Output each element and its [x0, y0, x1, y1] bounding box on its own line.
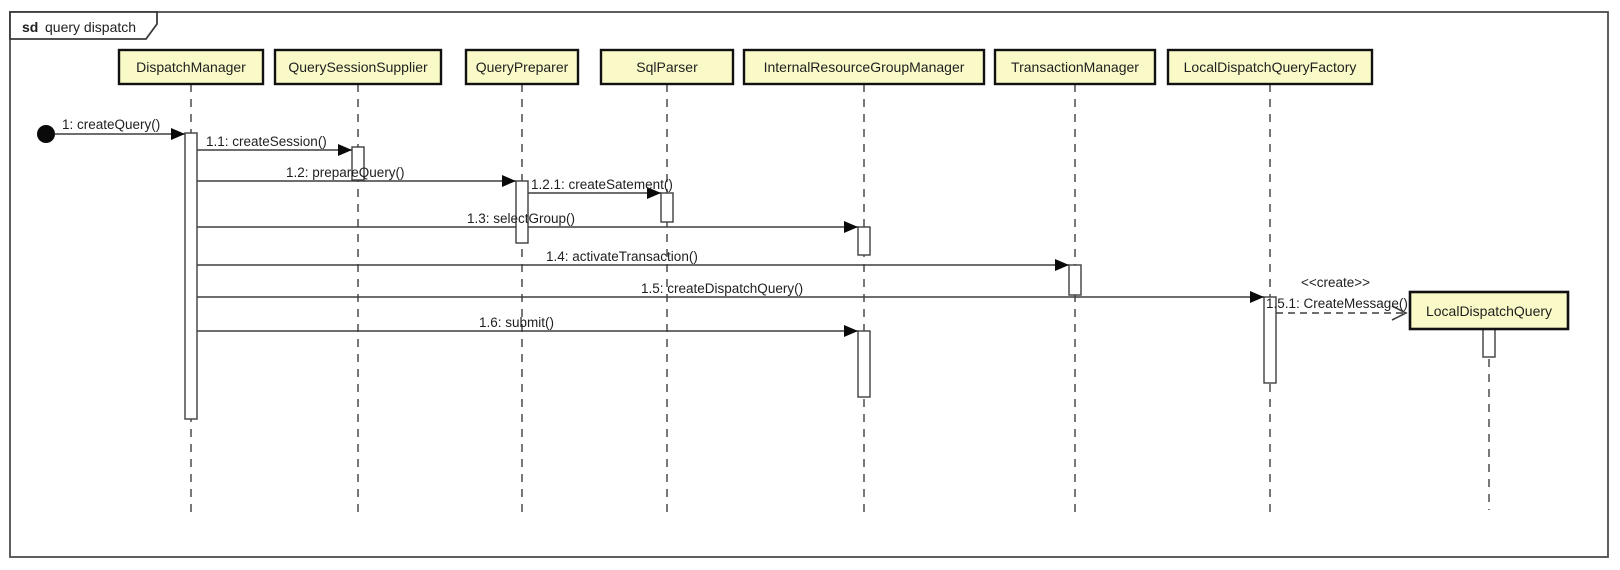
lifeline-head-box	[599, 48, 735, 86]
lifeline-head-box	[273, 48, 443, 86]
lifeline-heads: DispatchManager QuerySessionSupplier Que…	[117, 48, 1570, 331]
lifeline-head-box	[464, 48, 580, 86]
open-arrowhead-1-5-1	[1391, 305, 1408, 321]
lifeline-transactionmanager: TransactionManager	[993, 48, 1157, 86]
activation-querysessionsupplier	[351, 146, 365, 181]
activation-dispatchmanager	[184, 132, 198, 420]
lifeline-name: LocalDispatchQueryFactory	[1184, 59, 1357, 75]
lifeline-sqlparser: SqlParser	[599, 48, 735, 86]
lifeline-internalresourcegroupmanager: InternalResourceGroupManager	[742, 48, 986, 86]
activation-localdispatchquery	[1482, 328, 1496, 358]
message-label-1-3: 1.3: selectGroup()	[467, 211, 575, 226]
message-labels: 1: createQuery() 1.1: createSession() 1.…	[62, 117, 1408, 330]
frame-keyword: sd	[22, 19, 38, 35]
arrowhead-1-3	[844, 221, 858, 233]
created-object-name: LocalDispatchQuery	[1426, 303, 1552, 319]
found-message-dot	[37, 125, 55, 143]
activation-internalresourcegroupmanager-2	[857, 330, 871, 398]
message-lines	[37, 125, 1404, 332]
lifeline-querysessionsupplier: QuerySessionSupplier	[273, 48, 443, 86]
lifeline-name: InternalResourceGroupManager	[764, 59, 965, 75]
message-label-1-4: 1.4: activateTransaction()	[546, 249, 698, 264]
arrowhead-1-1	[338, 144, 352, 156]
lifeline-head-box	[1166, 48, 1374, 86]
arrowhead-1	[171, 128, 185, 140]
lifeline-dispatchmanager: DispatchManager	[117, 48, 265, 86]
message-arrowheads	[171, 128, 1408, 337]
lifeline-head-box	[117, 48, 265, 86]
frame-border	[9, 11, 1609, 558]
activation-localdispatchqueryfactory	[1263, 296, 1277, 384]
arrowhead-1-6	[844, 325, 858, 337]
message-label-1: 1: createQuery()	[62, 117, 160, 132]
arrowhead-1-2	[502, 175, 516, 187]
activation-querypreparer	[515, 180, 529, 244]
created-object-box	[1408, 290, 1570, 331]
arrowhead-1-2-1	[647, 187, 661, 199]
message-label-1-2: 1.2: prepareQuery()	[286, 165, 405, 180]
diagram-frame: sd query dispatch	[9, 11, 1609, 558]
activation-sqlparser	[660, 192, 674, 223]
lifeline-name: SqlParser	[636, 59, 698, 75]
frame-title-tab	[9, 11, 158, 40]
lifeline-name: TransactionManager	[1011, 59, 1139, 75]
message-label-1-2-1: 1.2.1: createSatement()	[531, 177, 673, 192]
frame-title: query dispatch	[45, 19, 136, 35]
arrowhead-1-4	[1055, 259, 1069, 271]
lifeline-head-box	[742, 48, 986, 86]
arrowhead-1-5	[1250, 291, 1264, 303]
lifeline-name: DispatchManager	[136, 59, 246, 75]
lifeline-name: QuerySessionSupplier	[288, 59, 428, 75]
lifeline-localdispatchqueryfactory: LocalDispatchQueryFactory	[1166, 48, 1374, 86]
activation-internalresourcegroupmanager-1	[857, 226, 871, 256]
message-label-1-5-1: 1.5.1: CreateMessage()	[1266, 296, 1408, 311]
message-label-1-6: 1.6: submit()	[479, 315, 554, 330]
activation-bars	[184, 132, 1496, 420]
lifeline-name: QueryPreparer	[476, 59, 569, 75]
activation-transactionmanager	[1068, 264, 1082, 296]
created-object-localdispatchquery: LocalDispatchQuery	[1408, 290, 1570, 331]
stereotype-create: <<create>>	[1301, 275, 1370, 290]
lifeline-querypreparer: QueryPreparer	[464, 48, 580, 86]
message-label-1-1: 1.1: createSession()	[206, 134, 327, 149]
lifeline-head-box	[993, 48, 1157, 86]
message-label-1-5: 1.5: createDispatchQuery()	[641, 281, 803, 296]
